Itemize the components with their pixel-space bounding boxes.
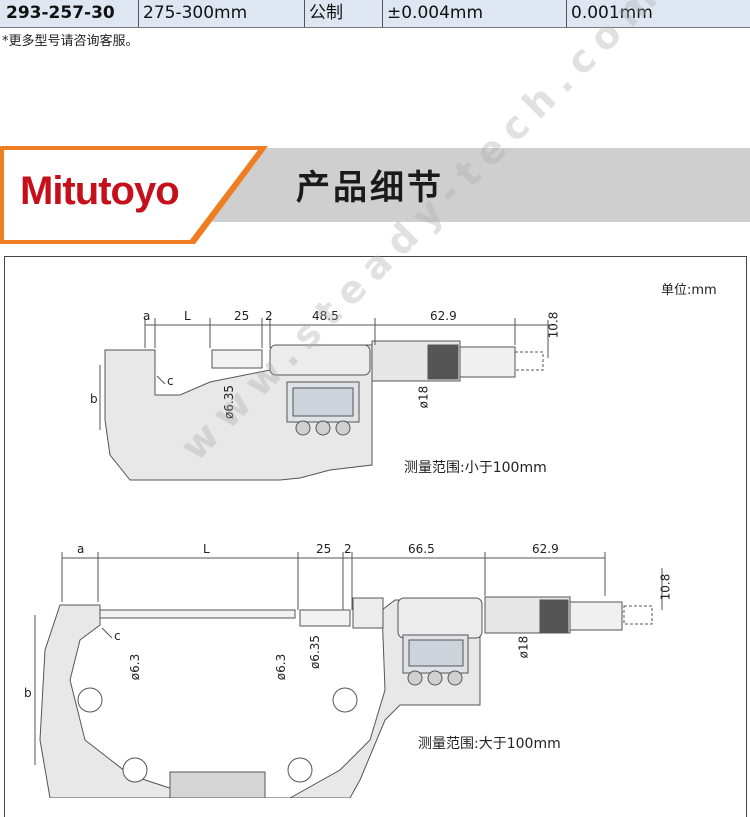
dim-phi63a-large: ø6.3 <box>128 653 143 681</box>
dim-L-small: L <box>184 309 191 323</box>
micrometer-drawings <box>34 318 663 798</box>
dim-62-large: 62.9 <box>532 542 559 556</box>
dim-phi63b-large: ø6.3 <box>274 653 289 681</box>
dim-48-small: 48.5 <box>312 309 339 323</box>
small-micrometer-drawing <box>99 318 555 481</box>
dim-phi18-large: ø18 <box>516 635 531 659</box>
spec-table-row: 293-257-30 275-300mm 公制 ±0.004mm 0.001mm <box>0 0 750 28</box>
dim-a-small: a <box>143 309 151 323</box>
dim-b-large: b <box>24 686 32 700</box>
dim-L-large: L <box>203 542 210 556</box>
caption-large: 测量范围:大于100mm <box>418 736 561 752</box>
dim-108-small: 10.8 <box>546 311 561 339</box>
dim-b-small: b <box>90 392 98 406</box>
dim-25-large: 25 <box>316 542 332 556</box>
unit-label: 单位:mm <box>661 283 717 298</box>
section-banner <box>0 146 750 244</box>
dim-a-large: a <box>77 542 85 556</box>
section-title: 产品细节 <box>296 168 444 208</box>
dim-2-large: 2 <box>344 542 352 556</box>
note-text: *更多型号请咨询客服。 <box>2 34 139 49</box>
brand-logo: Mitutoyo <box>20 169 180 213</box>
dim-2-small: 2 <box>265 309 273 323</box>
dim-25-small: 25 <box>234 309 250 323</box>
large-micrometer-drawing <box>34 552 663 798</box>
dim-phi635-large: ø6.35 <box>308 634 323 670</box>
dim-phi635-small: ø6.35 <box>222 384 237 420</box>
dim-c-small: c <box>167 374 174 388</box>
dim-phi18-small: ø18 <box>416 385 431 409</box>
range-cell: 275-300mm <box>138 0 305 27</box>
drawing-frame <box>4 256 747 817</box>
dim-c-large: c <box>114 629 121 643</box>
dim-66-large: 66.5 <box>408 542 435 556</box>
dim-62-small: 62.9 <box>430 309 457 323</box>
resolution-cell: 0.001mm <box>566 0 750 27</box>
accuracy-cell: ±0.004mm <box>382 0 567 27</box>
model-cell: 293-257-30 <box>6 3 115 23</box>
caption-small: 测量范围:小于100mm <box>404 460 547 476</box>
dim-108-large: 10.8 <box>658 573 673 601</box>
unit-system-cell: 公制 <box>304 0 381 27</box>
